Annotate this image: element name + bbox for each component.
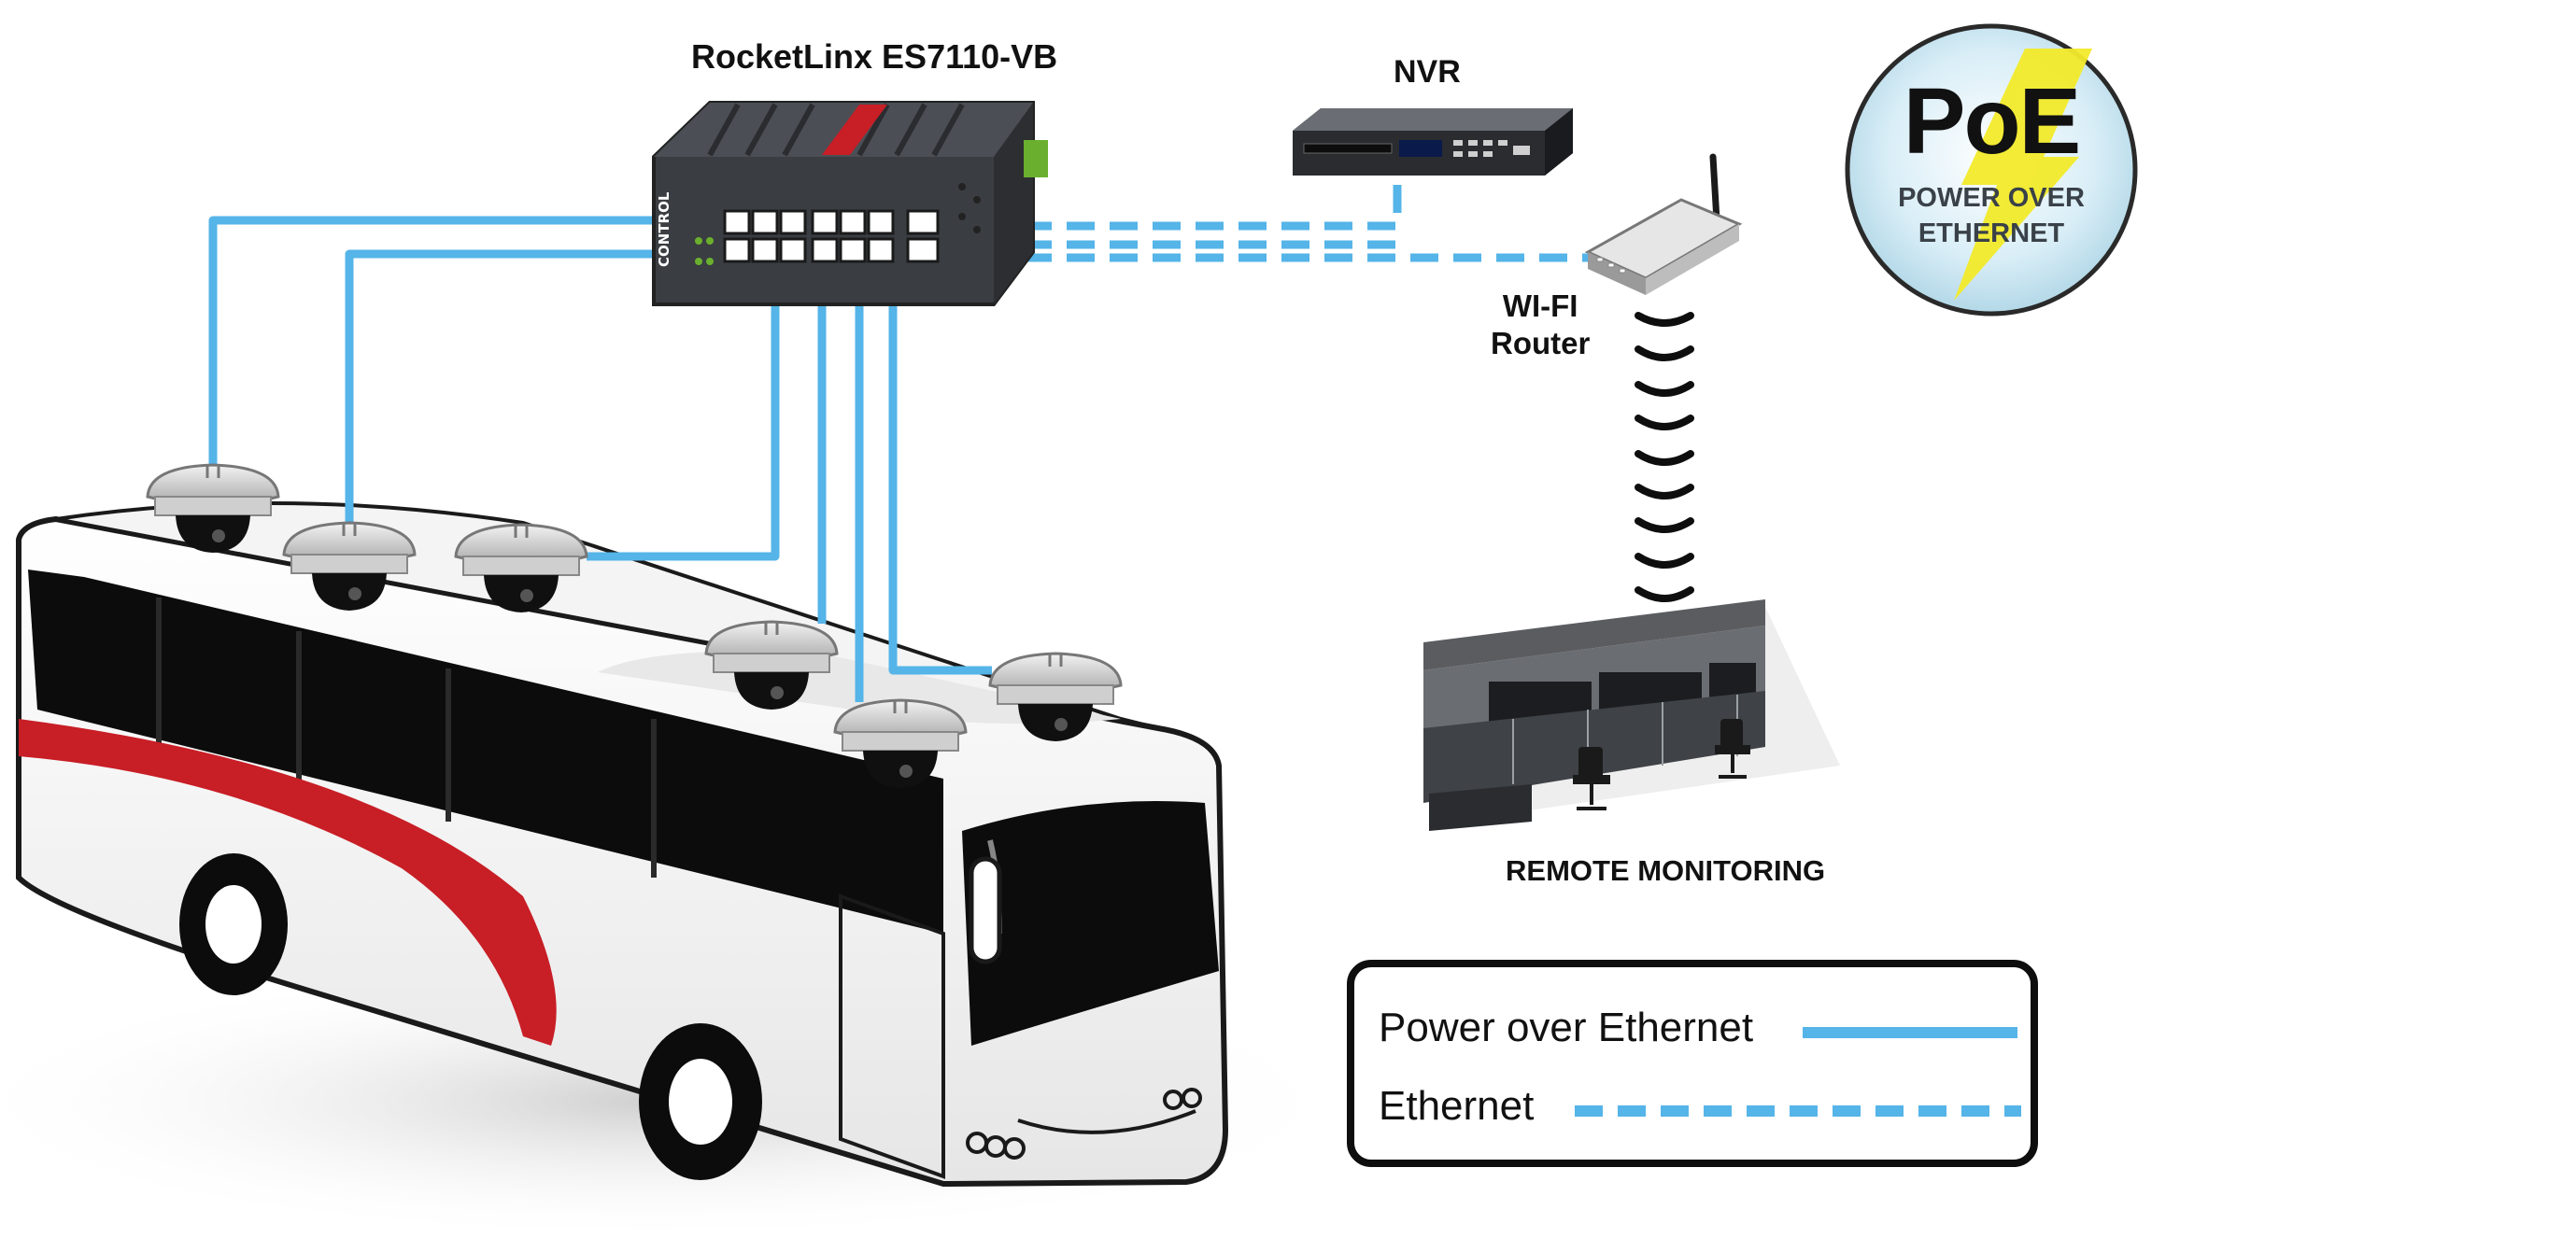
monitoring-room [1423, 599, 1840, 831]
bus-wheel-hub [669, 1059, 732, 1145]
wifi-wave [1635, 381, 1694, 397]
poe-cable [587, 263, 780, 561]
poe-cable [208, 216, 729, 467]
switch-ports [723, 209, 940, 263]
poe-subtitle-line2: ETHERNET [1918, 218, 2065, 248]
wifi-wave [1635, 586, 1694, 602]
poe-badge [1845, 23, 2138, 317]
nvr-label: NVR [1394, 54, 1461, 90]
lightning-bolt-icon [1954, 49, 2092, 301]
legend-ethernet-label: Ethernet [1379, 1083, 1535, 1129]
remote-monitoring-label: REMOTE MONITORING [1506, 854, 1826, 887]
dome-camera [833, 698, 968, 788]
dome-camera [146, 463, 280, 553]
headlight [1163, 1090, 1183, 1110]
wifi-wave [1635, 553, 1694, 569]
wifi-wave [1635, 450, 1694, 466]
switch-vents [958, 183, 981, 233]
wifi-wave [1635, 345, 1694, 361]
switch-fins [707, 103, 965, 157]
bus-wheel-hub [205, 885, 262, 964]
wifi-signal-waves [1635, 312, 1694, 602]
poe-cable [888, 220, 992, 675]
legend-solid-line [1803, 1027, 2017, 1038]
legend: Power over Ethernet Ethernet [1347, 960, 2038, 1167]
switch-leds [695, 237, 714, 265]
switch-brand-text: CONTROL [656, 191, 672, 267]
nvr-display [1399, 140, 1442, 157]
poe-cables [208, 216, 992, 702]
wifi-wave [1635, 415, 1694, 430]
legend-poe-label: Power over Ethernet [1379, 1005, 1754, 1050]
ethernet-cables [981, 168, 1588, 262]
operator-chair [1573, 747, 1610, 810]
legend-dashed-line [1575, 1105, 2021, 1117]
poe-badge-text: PoE POWER OVER ETHERNET [1842, 42, 2141, 341]
router-antenna [1709, 153, 1720, 224]
nvr-device [1293, 108, 1573, 176]
dome-camera [704, 620, 839, 710]
poe-title: PoE [1903, 69, 2081, 174]
ethernet-cable [981, 168, 1402, 231]
wifi-wave [1635, 484, 1694, 499]
router-label-line1: WI-FI [1502, 288, 1578, 323]
rocketlinx-switch: CONTROL [652, 101, 1048, 306]
router-label: WI-FI Router [1491, 288, 1590, 362]
poe-subtitle-line1: POWER OVER [1898, 183, 2085, 213]
dome-camera [988, 652, 1123, 741]
wifi-wave [1635, 312, 1694, 327]
cameras [146, 463, 1123, 788]
headlight [1003, 1137, 1026, 1160]
switch-label: RocketLinx ES7110-VB [691, 37, 1058, 76]
wifi-wave [1635, 517, 1694, 533]
poe-subtitle: POWER OVER ETHERNET [1842, 180, 2141, 251]
headlight [1182, 1088, 1202, 1108]
bus-mirror [969, 856, 1002, 964]
operator-chair [1715, 719, 1750, 779]
poe-cable [345, 249, 729, 525]
wifi-router [1584, 153, 1743, 295]
dome-camera [282, 521, 417, 611]
switch-red-stripe [822, 105, 887, 155]
switch-terminal [1024, 140, 1048, 177]
dome-camera [454, 523, 588, 612]
router-label-line2: Router [1491, 326, 1591, 360]
